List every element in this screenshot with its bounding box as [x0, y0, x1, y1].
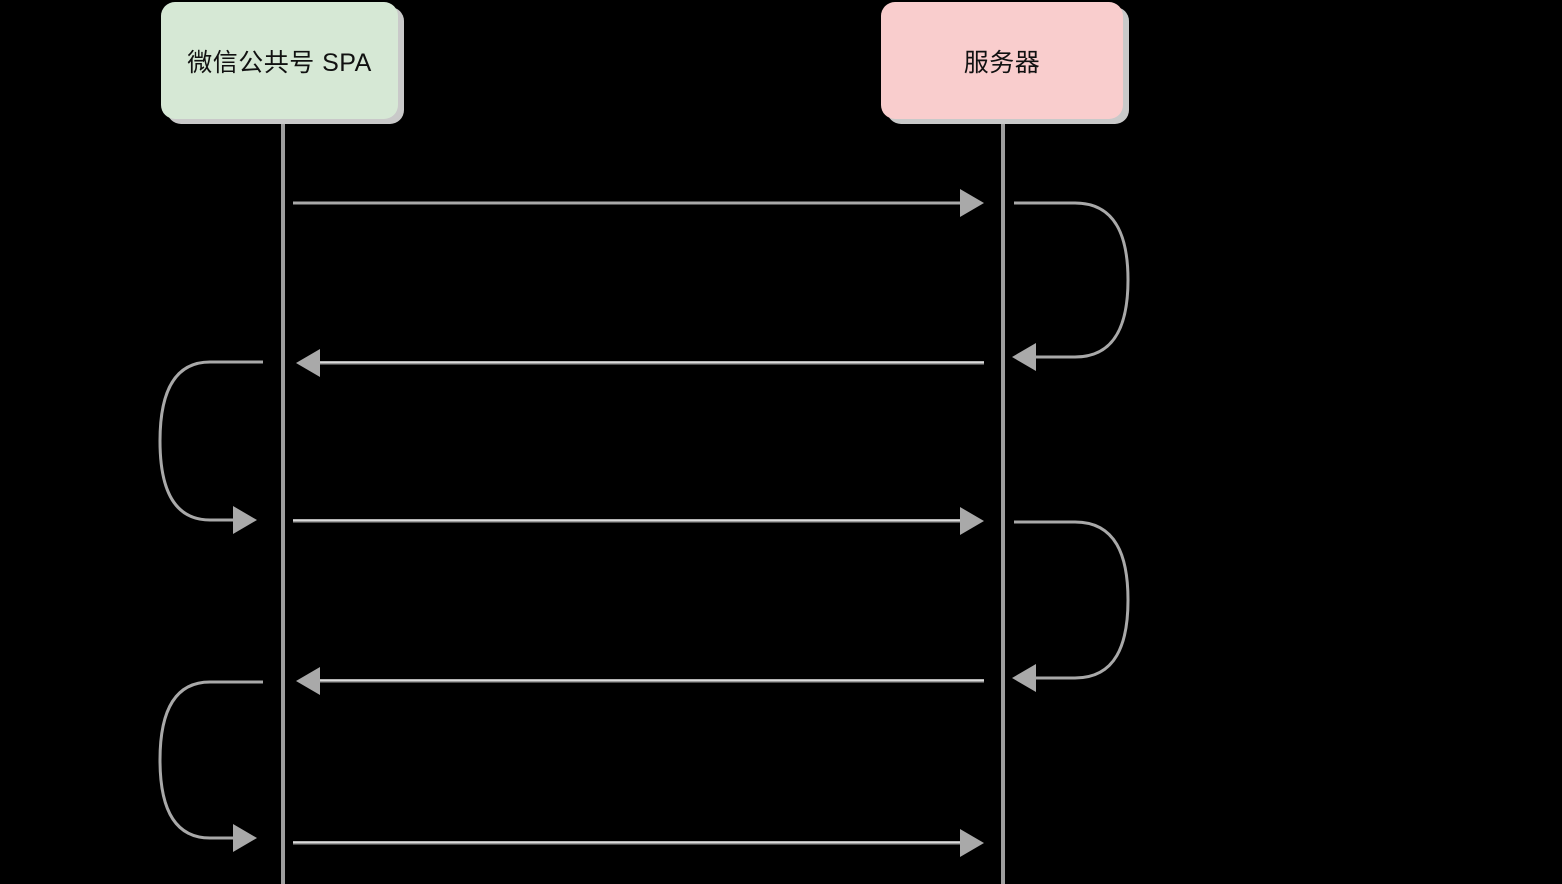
message-arrowhead: [296, 667, 320, 695]
self-loop-arrowhead: [233, 824, 257, 852]
message-arrowhead: [960, 829, 984, 857]
self-loop-arrowhead: [1012, 664, 1036, 692]
self-loop-arc: [158, 360, 263, 522]
self-loop-arc: [1014, 520, 1130, 680]
message-arrowhead: [296, 349, 320, 377]
lifeline-wechat-spa: [281, 119, 285, 884]
self-loop-arrowhead: [233, 506, 257, 534]
self-loop-arrowhead: [1012, 343, 1036, 371]
self-loop-arc: [1014, 201, 1130, 359]
actor-box-server: 服务器: [881, 2, 1123, 119]
actor-label-wechat-spa: 微信公共号 SPA: [187, 48, 372, 77]
actor-label-server: 服务器: [963, 48, 1041, 77]
message-arrowhead: [960, 189, 984, 217]
self-loop-arc: [158, 680, 263, 840]
lifeline-server: [1001, 119, 1005, 884]
message-arrowhead: [960, 507, 984, 535]
actor-box-wechat-spa: 微信公共号 SPA: [161, 2, 398, 119]
